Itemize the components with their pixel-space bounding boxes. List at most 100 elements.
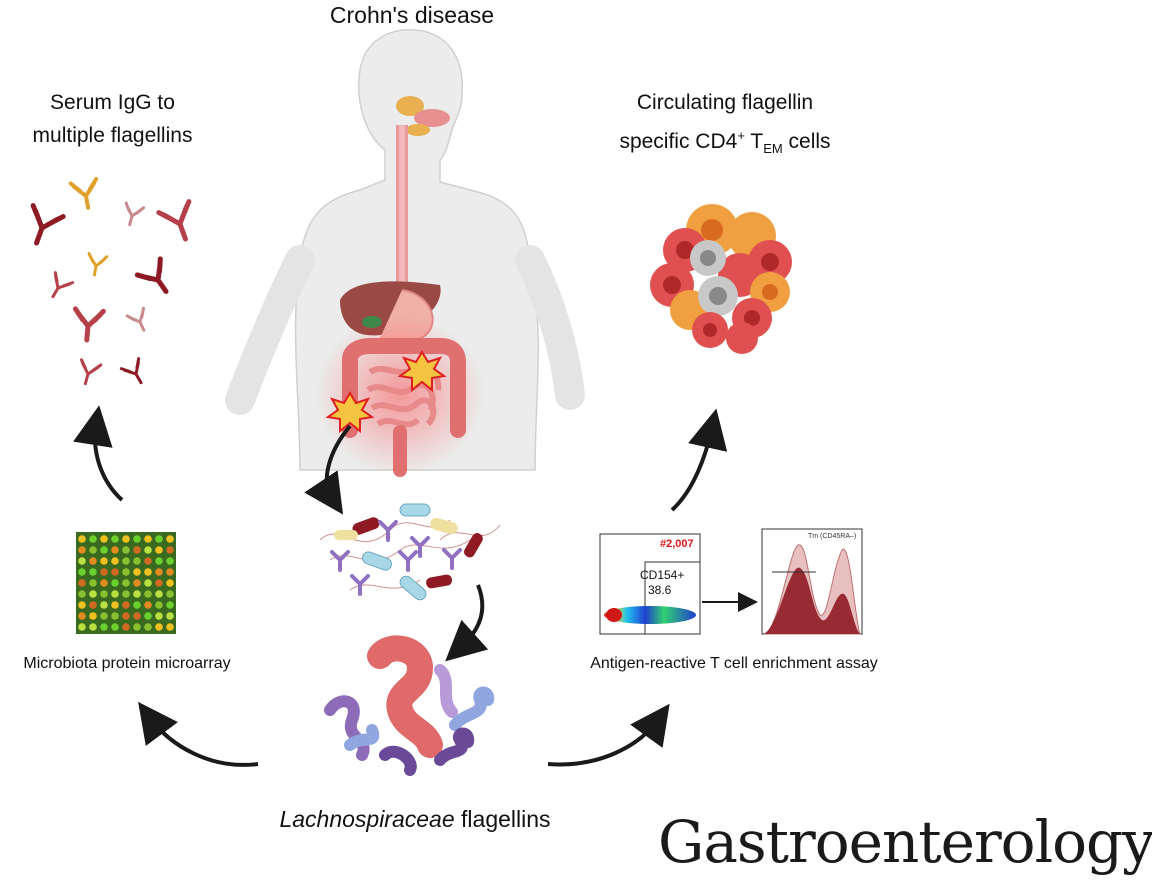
flow-gate-value: 38.6 bbox=[648, 583, 672, 597]
microarray-spot bbox=[155, 612, 163, 620]
arrow-to-assay bbox=[547, 703, 670, 767]
microarray-spot bbox=[144, 535, 152, 543]
microarray-spot bbox=[133, 546, 141, 554]
antibody-icon bbox=[134, 256, 169, 294]
microarray-spot bbox=[166, 568, 174, 576]
microarray-spot bbox=[89, 590, 97, 598]
microarray-spot bbox=[122, 535, 130, 543]
flow-gate-name: CD154+ bbox=[640, 568, 685, 582]
microarray-spot bbox=[166, 601, 174, 609]
microarray-spot bbox=[155, 590, 163, 598]
microarray-spot bbox=[122, 623, 130, 631]
diagram-title: Crohn's disease bbox=[329, 2, 495, 28]
microbiota-cluster bbox=[319, 503, 501, 601]
microarray-spot bbox=[122, 601, 130, 609]
process-arrows bbox=[73, 405, 728, 767]
microarray-spot bbox=[89, 535, 97, 543]
microarray-spot bbox=[133, 579, 141, 587]
antibody-icon bbox=[79, 358, 103, 386]
microarray-spot bbox=[89, 546, 97, 554]
antibody-icon bbox=[156, 199, 192, 242]
right-heading-line2: specific CD4+ TEM cells bbox=[575, 119, 875, 165]
microarray-spot bbox=[144, 546, 152, 554]
antibody-icon bbox=[30, 203, 66, 246]
microarray-spot bbox=[100, 623, 108, 631]
antibody-icon bbox=[87, 252, 109, 277]
microarray-spot bbox=[166, 557, 174, 565]
protein-microarray-image bbox=[76, 532, 176, 634]
left-heading-line2: multiple flagellins bbox=[32, 124, 193, 147]
microarray-spot bbox=[89, 579, 97, 587]
microarray-spot bbox=[111, 601, 119, 609]
microarray-spot bbox=[166, 612, 174, 620]
antibody-icon bbox=[119, 357, 143, 385]
arrow-to-t-cells bbox=[670, 408, 728, 512]
arrow-to-antibodies bbox=[73, 405, 124, 502]
flagellin-proteins bbox=[324, 635, 495, 776]
right-heading-line1: Circulating flagellin bbox=[636, 91, 814, 114]
arrow-to-microbiota bbox=[304, 424, 352, 515]
t-cell-cluster bbox=[650, 204, 792, 354]
microarray-spot bbox=[100, 557, 108, 565]
assay-label: Antigen-reactive T cell enrichment assay bbox=[590, 655, 878, 672]
right-heading-sub: EM bbox=[763, 141, 783, 157]
flagellin-label: Lachnospiraceae flagellins bbox=[250, 806, 580, 833]
microarray-spot bbox=[100, 601, 108, 609]
left-heading: Serum IgG to multiple flagellins bbox=[0, 86, 225, 152]
microarray-spot bbox=[122, 557, 130, 565]
antibody-icon bbox=[51, 271, 75, 299]
microarray-spot bbox=[133, 612, 141, 620]
microarray-spot bbox=[100, 568, 108, 576]
microarray-spot bbox=[111, 535, 119, 543]
microarray-spot bbox=[78, 546, 86, 554]
microarray-spot bbox=[155, 579, 163, 587]
microarray-label: Microbiota protein microarray bbox=[23, 655, 231, 672]
inflammation-star-icon bbox=[397, 350, 447, 393]
microarray-spot bbox=[122, 590, 130, 598]
microarray-spot bbox=[111, 557, 119, 565]
microarray-spot bbox=[155, 546, 163, 554]
left-heading-line1: Serum IgG to bbox=[50, 91, 175, 114]
microarray-spot bbox=[155, 601, 163, 609]
microarray-spot bbox=[133, 590, 141, 598]
microarray-spot bbox=[122, 546, 130, 554]
microarray-spot bbox=[100, 579, 108, 587]
microarray-spot bbox=[144, 557, 152, 565]
microarray-spot bbox=[111, 612, 119, 620]
microarray-spot bbox=[155, 557, 163, 565]
flow-cytometry-plot bbox=[599, 533, 758, 635]
microarray-spot bbox=[100, 612, 108, 620]
antibody-cluster bbox=[30, 176, 192, 386]
microarray-spot bbox=[78, 601, 86, 609]
microarray-spot bbox=[111, 546, 119, 554]
microarray-spot bbox=[166, 546, 174, 554]
microarray-spot bbox=[122, 568, 130, 576]
right-heading-prefix: specific CD4 bbox=[619, 130, 738, 153]
microarray-spot bbox=[89, 601, 97, 609]
flow-event-count: #2,007 bbox=[660, 538, 694, 550]
microarray-spot bbox=[155, 535, 163, 543]
inflammation-star-icon bbox=[325, 391, 375, 434]
microarray-spot bbox=[133, 601, 141, 609]
antibody-icon bbox=[68, 176, 99, 210]
antibody-icon bbox=[125, 306, 146, 332]
microarray-spot bbox=[144, 590, 152, 598]
human-body-illustration bbox=[225, 29, 585, 477]
microarray-spot bbox=[144, 623, 152, 631]
right-heading-suffix: cells bbox=[782, 130, 831, 153]
arrow-to-flagellins bbox=[445, 584, 489, 662]
microarray-spot bbox=[78, 579, 86, 587]
microarray-spot bbox=[111, 579, 119, 587]
microarray-spot bbox=[133, 557, 141, 565]
microarray-spot bbox=[78, 568, 86, 576]
microarray-spot bbox=[100, 546, 108, 554]
right-heading-mid: T bbox=[744, 130, 764, 153]
antibody-icon bbox=[72, 306, 106, 343]
microarray-spot bbox=[78, 612, 86, 620]
flagellin-label-rest: flagellins bbox=[454, 806, 551, 832]
histogram-gate-label: Tm (CD45RA–) bbox=[808, 533, 857, 540]
flagellin-label-italic: Lachnospiraceae bbox=[279, 806, 455, 832]
microarray-spot bbox=[111, 590, 119, 598]
microarray-spot bbox=[166, 623, 174, 631]
